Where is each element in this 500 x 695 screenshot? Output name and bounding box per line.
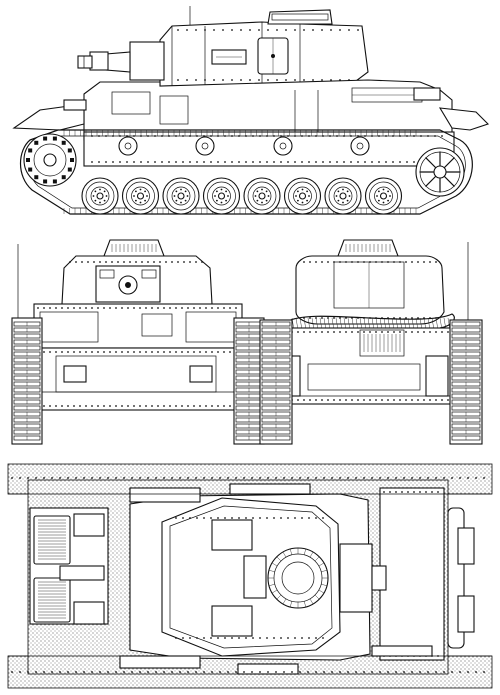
top-front-glacis [379, 487, 475, 661]
top-main-gun [339, 543, 387, 613]
road-wheel [324, 177, 362, 215]
rear-view [259, 239, 483, 445]
top-view [7, 463, 493, 689]
return-roller [195, 136, 215, 156]
side-main-gun [77, 41, 165, 81]
return-roller [273, 136, 293, 156]
front-view [11, 239, 265, 445]
road-wheel [364, 177, 403, 215]
road-wheel [121, 177, 160, 215]
return-roller [118, 136, 138, 156]
side-view [12, 6, 490, 215]
side-hull [83, 131, 455, 167]
side-return-rollers [118, 136, 370, 156]
side-turret [159, 9, 369, 87]
top-engine-deck [29, 507, 109, 625]
side-road-wheels [81, 177, 403, 215]
top-turret [161, 497, 341, 657]
side-idler-wheel [415, 147, 465, 197]
return-roller [350, 136, 370, 156]
road-wheel [283, 177, 322, 215]
road-wheel [162, 177, 200, 215]
side-drive-sprocket [23, 133, 77, 187]
road-wheel [81, 177, 119, 215]
road-wheel [243, 177, 281, 215]
road-wheel [202, 177, 241, 215]
